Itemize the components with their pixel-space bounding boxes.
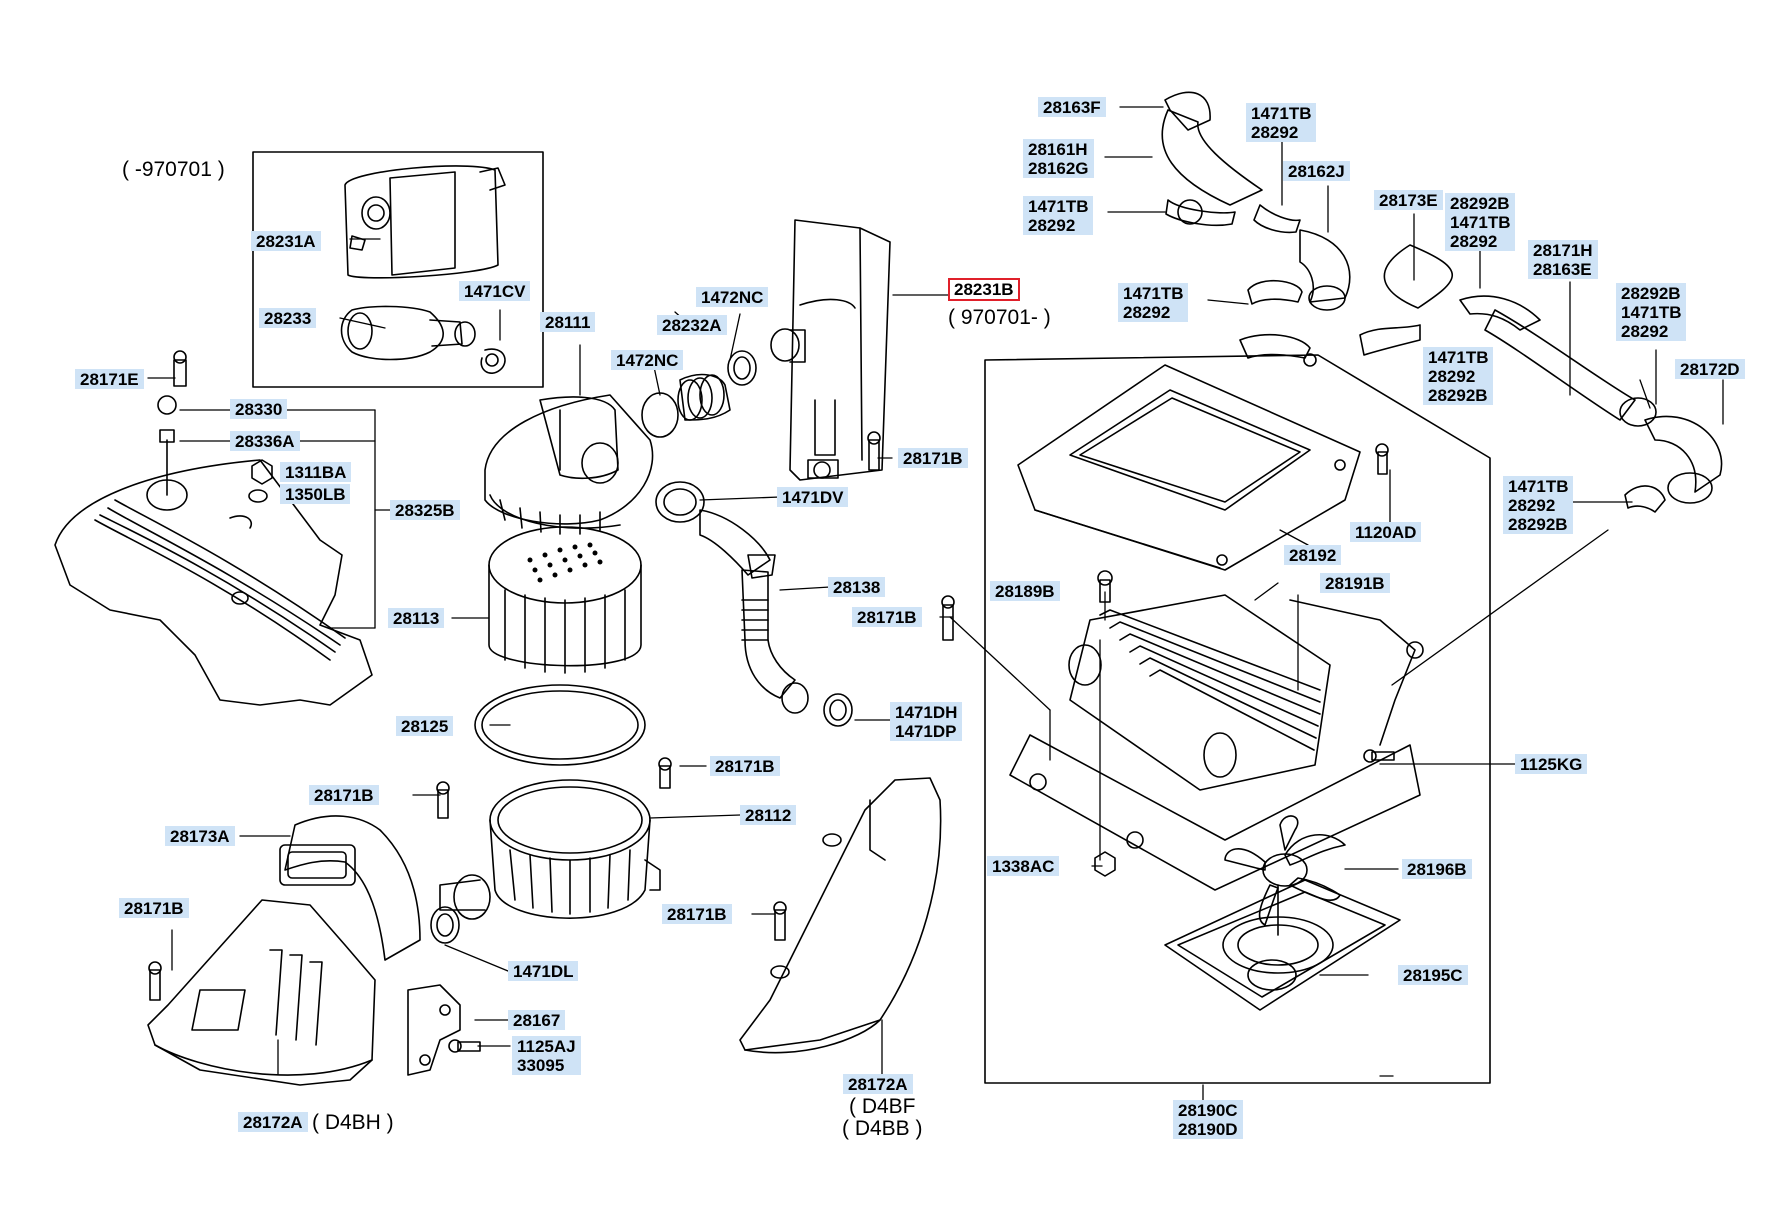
part-label-1125KG[interactable]: 1125KG [1515, 754, 1588, 774]
inset-frame-pre970701 [252, 151, 544, 388]
note-pre970701: ( -970701 ) [122, 158, 225, 181]
part-label-28162J[interactable]: 28162J [1283, 161, 1350, 181]
engine-cover [54, 350, 373, 706]
part-label-28172A[interactable]: 28172A [843, 1074, 913, 1094]
resonator-28231B [770, 219, 891, 481]
part-label-28171B[interactable]: 28171B [309, 785, 379, 805]
part-label-28231A[interactable]: 28231A [251, 231, 321, 251]
bolts [148, 431, 1395, 1053]
air-cleaner-body [430, 779, 661, 944]
part-label-28233[interactable]: 28233 [259, 308, 317, 328]
part-label-28171E[interactable]: 28171E [75, 369, 144, 389]
part-label-28232A[interactable]: 28232A [657, 315, 727, 335]
intercooler-cover [1017, 364, 1361, 571]
part-label-28113[interactable]: 28113 [388, 608, 445, 628]
part-label-28171B[interactable]: 28171B [710, 756, 780, 776]
part-label-1472NC[interactable]: 1472NC [611, 350, 684, 370]
fan-and-shroud [1164, 815, 1401, 1011]
part-label-28173E[interactable]: 28173E [1374, 190, 1443, 210]
part-label-28192[interactable]: 28192 [1284, 545, 1342, 565]
part-label-28112[interactable]: 28112 [740, 805, 797, 825]
part-label-28325B[interactable]: 28325B [390, 500, 460, 520]
part-label-28173A[interactable]: 28173A [165, 826, 235, 846]
upper-hoses [1161, 91, 1723, 513]
part-label-1120AD[interactable]: 1120AD [1350, 522, 1422, 542]
part-label-1311BA[interactable]: 1311BA [280, 462, 352, 482]
part-label-28195C[interactable]: 28195C [1398, 965, 1468, 985]
part-label-28138[interactable]: 28138 [828, 577, 886, 597]
duct-28138 [655, 481, 853, 727]
note-d4bh: ( D4BH ) [312, 1111, 394, 1134]
part-label-28231B[interactable]: 28231B [948, 278, 1020, 301]
intake-duct-parts [641, 350, 757, 438]
part-label-1350LB[interactable]: 1350LB [280, 484, 351, 504]
part-label-28171B[interactable]: 28171B [898, 448, 968, 468]
part-label-28172D[interactable]: 28172D [1675, 359, 1745, 379]
part-label-1471DV[interactable]: 1471DV [777, 487, 849, 507]
duct-28173A [279, 815, 421, 961]
bracket-28167 [407, 984, 461, 1076]
filter-holes [527, 542, 603, 583]
part-label-1471CV[interactable]: 1471CV [459, 281, 531, 301]
cover-28172A-d4bh [147, 899, 376, 1086]
part-label-28191B[interactable]: 28191B [1320, 573, 1390, 593]
note-d4bf-d4bb: ( D4BF ( D4BB ) [842, 1095, 923, 1140]
part-label-28196B[interactable]: 28196B [1402, 859, 1472, 879]
part-label-28163F[interactable]: 28163F [1038, 97, 1106, 117]
gasket [474, 684, 646, 766]
part-label-28171B[interactable]: 28171B [662, 904, 732, 924]
intercooler-frame [984, 354, 1491, 1084]
part-label-28336A[interactable]: 28336A [230, 431, 300, 451]
filter-element [488, 526, 642, 674]
part-label-28171B[interactable]: 28171B [119, 898, 189, 918]
part-label-1472NC[interactable]: 1472NC [696, 287, 769, 307]
inset-parts [340, 165, 506, 374]
part-label-28111[interactable]: 28111 [540, 312, 596, 332]
part-label-28330[interactable]: 28330 [230, 399, 288, 419]
part-label-28167[interactable]: 28167 [508, 1010, 566, 1030]
note-post970701: ( 970701- ) [948, 306, 1051, 329]
air-cleaner-cover [484, 394, 654, 535]
intercooler-core [1009, 594, 1424, 891]
part-label-1338AC[interactable]: 1338AC [987, 856, 1060, 876]
part-label-28125[interactable]: 28125 [396, 716, 454, 736]
part-label-1471DL[interactable]: 1471DL [508, 961, 579, 981]
part-label-28189B[interactable]: 28189B [990, 581, 1060, 601]
part-label-28172A[interactable]: 28172A [238, 1112, 308, 1132]
part-label-28171B[interactable]: 28171B [852, 607, 922, 627]
cover-28172A-d4bf [739, 777, 942, 1054]
